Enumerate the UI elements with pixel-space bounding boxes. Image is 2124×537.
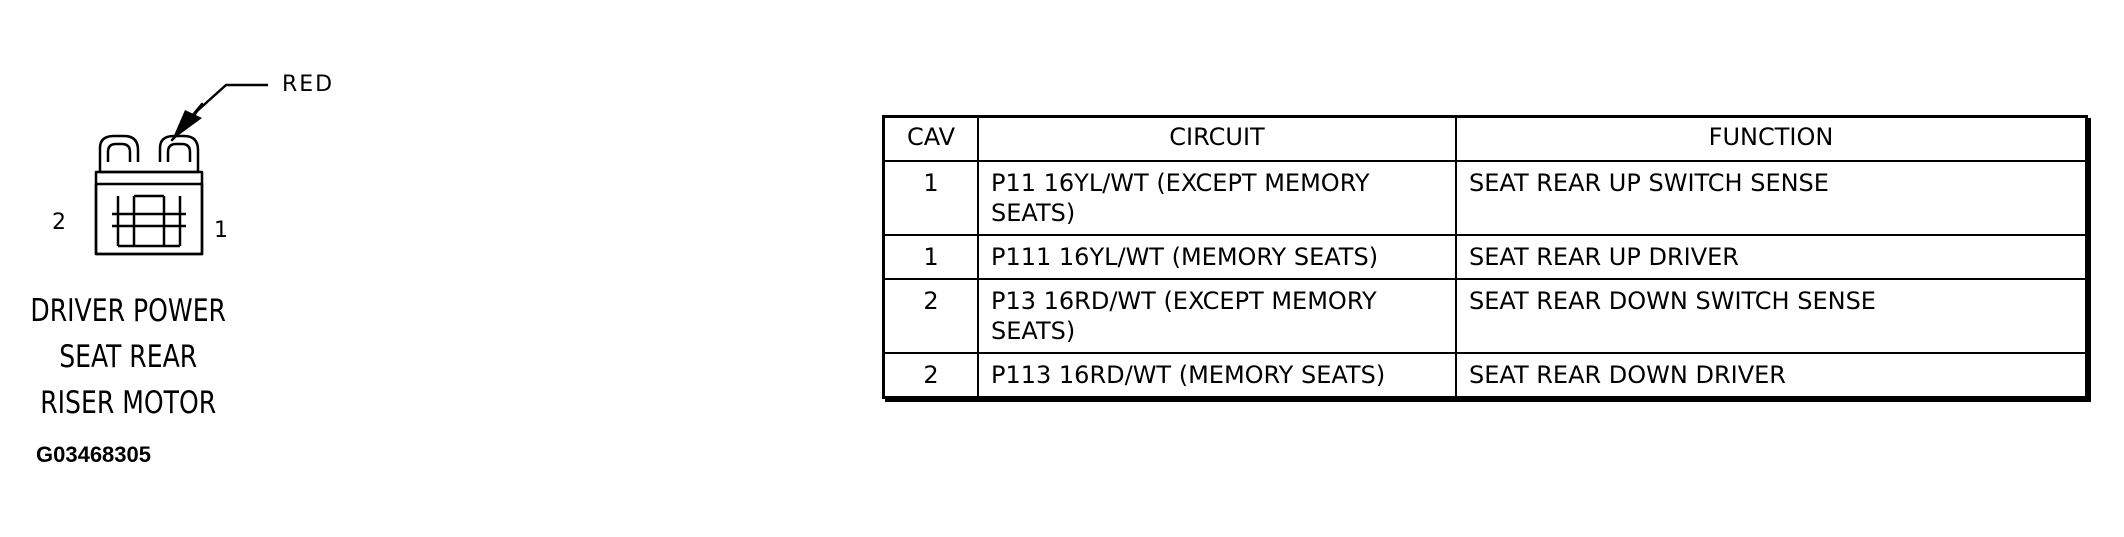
connector-title: DRIVER POWER SEAT REAR RISER MOTOR	[22, 288, 234, 426]
cell-circuit: P11 16YL/WT (EXCEPT MEMORY SEATS)	[977, 160, 1457, 236]
pinout-table: CAV CIRCUIT FUNCTION 1 P11 16YL/WT (EXCE…	[882, 115, 2088, 399]
cell-function: SEAT REAR UP DRIVER	[1455, 234, 2088, 280]
header-function: FUNCTION	[1455, 115, 2088, 162]
latch-right	[158, 134, 200, 162]
table-row: 1 P111 16YL/WT (MEMORY SEATS) SEAT REAR …	[882, 234, 2088, 280]
table-row: 2 P13 16RD/WT (EXCEPT MEMORY SEATS) SEAT…	[882, 278, 2088, 354]
header-cav: CAV	[882, 115, 979, 162]
cell-circuit: P13 16RD/WT (EXCEPT MEMORY SEATS)	[977, 278, 1457, 354]
table-row: 1 P11 16YL/WT (EXCEPT MEMORY SEATS) SEAT…	[882, 160, 2088, 236]
table-row: 2 P113 16RD/WT (MEMORY SEATS) SEAT REAR …	[882, 352, 2088, 399]
table-header-row: CAV CIRCUIT FUNCTION	[882, 115, 2088, 162]
title-line-2: SEAT REAR	[59, 339, 198, 375]
cell-function: SEAT REAR DOWN DRIVER	[1455, 352, 2088, 399]
leader-line	[195, 83, 268, 113]
wire-color-label: RED	[282, 72, 335, 97]
cell-cav: 1	[882, 160, 979, 236]
cell-cav: 1	[882, 234, 979, 280]
connector-diagram	[94, 83, 268, 256]
pin-label-1: 1	[214, 218, 228, 243]
figure-id: G03468305	[36, 442, 151, 467]
title-line-3: RISER MOTOR	[40, 385, 217, 421]
cell-circuit: P111 16YL/WT (MEMORY SEATS)	[977, 234, 1457, 280]
cell-function: SEAT REAR UP SWITCH SENSE	[1455, 160, 2088, 236]
latch-left	[98, 134, 140, 162]
cell-cav: 2	[882, 352, 979, 399]
cell-cav: 2	[882, 278, 979, 354]
cell-function: SEAT REAR DOWN SWITCH SENSE	[1455, 278, 2088, 354]
cell-circuit: P113 16RD/WT (MEMORY SEATS)	[977, 352, 1457, 399]
pin-label-2: 2	[52, 210, 66, 235]
header-circuit: CIRCUIT	[977, 115, 1457, 162]
terminal-cavities	[112, 194, 186, 248]
connector-body	[94, 182, 204, 256]
title-line-1: DRIVER POWER	[30, 293, 227, 329]
